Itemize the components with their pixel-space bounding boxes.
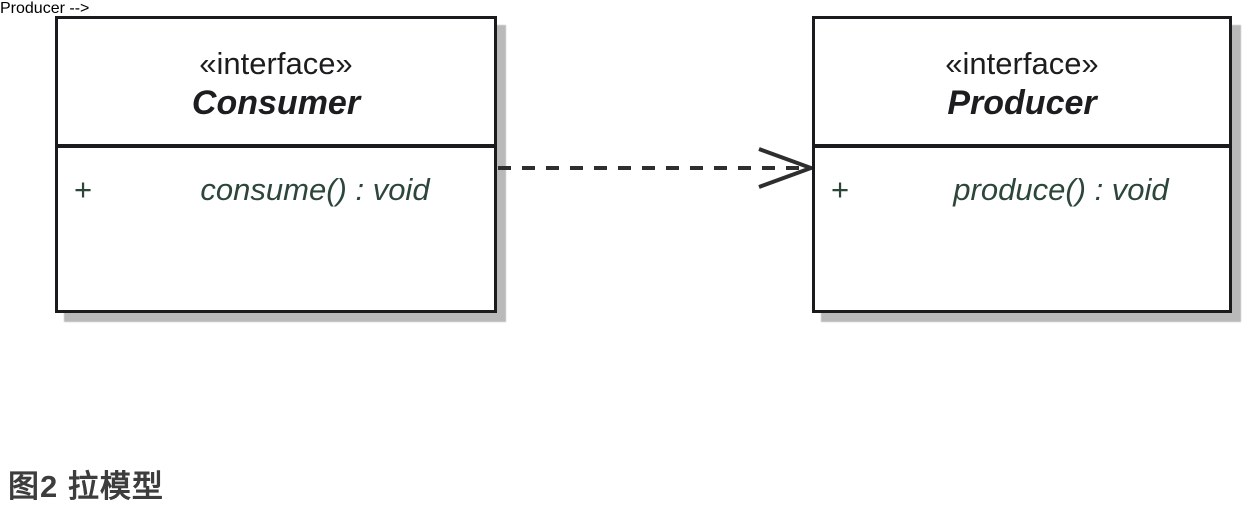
consumer-method-compartment: + consume() : void <box>58 148 494 208</box>
consumer-method-visibility: + <box>74 172 93 207</box>
producer-class-name: Producer <box>947 83 1097 122</box>
consumer-stereotype-label: «interface» <box>199 45 353 81</box>
producer-method-compartment: + produce() : void <box>815 148 1229 208</box>
producer-stereotype-label: «interface» <box>945 45 1099 81</box>
consumer-method-signature: consume() : void <box>200 172 430 207</box>
consumer-method-row: + consume() : void <box>58 172 494 208</box>
figure-caption: 图2 拉模型 <box>8 469 164 504</box>
producer-method-signature: produce() : void <box>953 172 1169 207</box>
consumer-title-compartment: «interface» Consumer <box>58 19 494 148</box>
consumer-class-name: Consumer <box>191 83 361 122</box>
producer-title-compartment: «interface» Producer <box>815 19 1229 148</box>
producer-method-row: + produce() : void <box>815 172 1229 208</box>
uml-class-consumer: «interface» Consumer + consume() : void <box>55 16 497 313</box>
dependency-arrow <box>498 147 815 189</box>
producer-method-visibility: + <box>831 172 850 207</box>
dependency-arrow-open-head-icon <box>758 147 815 189</box>
uml-class-producer: «interface» Producer + produce() : void <box>812 16 1232 313</box>
